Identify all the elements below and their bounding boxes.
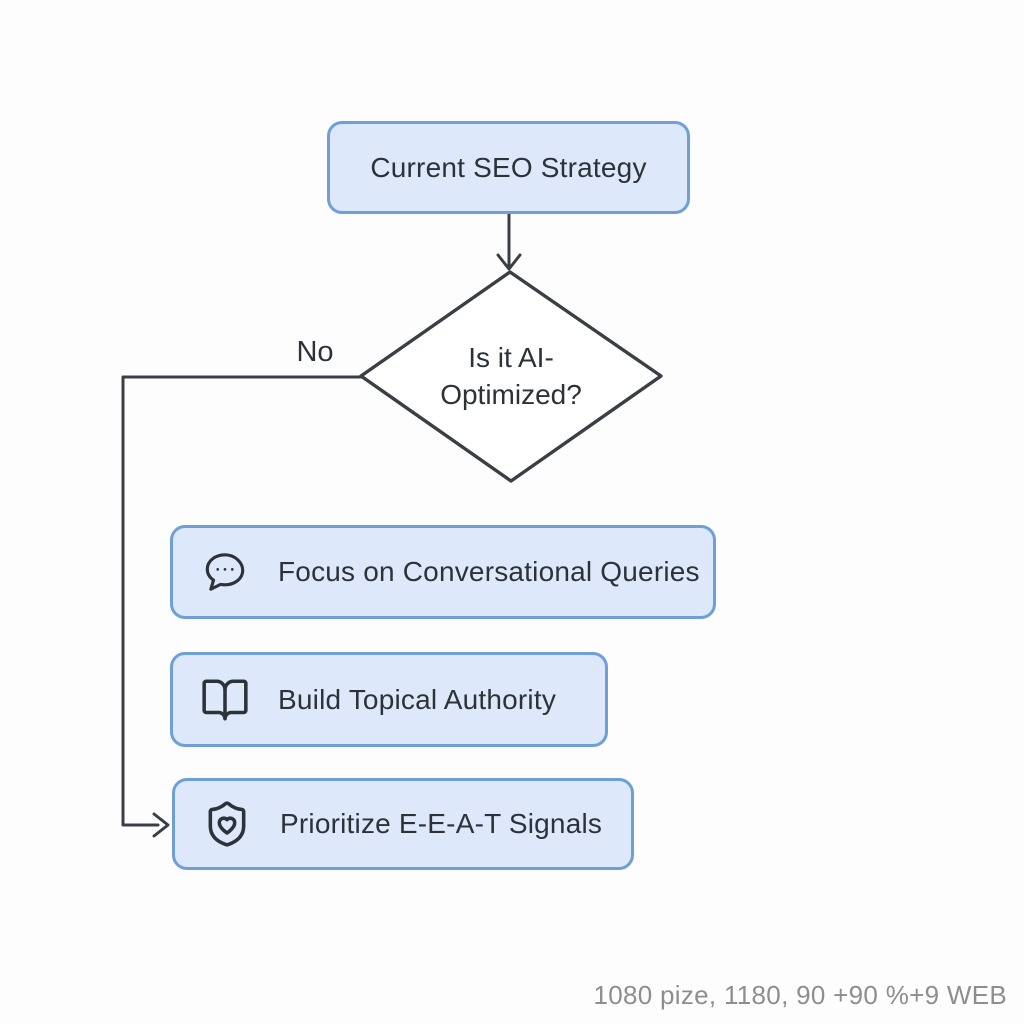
node-focus-conversational-queries: Focus on Conversational Queries bbox=[170, 525, 716, 619]
node-build-topical-authority: Build Topical Authority bbox=[170, 652, 608, 747]
shield-heart-icon bbox=[202, 798, 252, 850]
node-label: Is it AI-Optimized? bbox=[440, 341, 582, 410]
edge-label-no: No bbox=[296, 336, 334, 368]
open-book-icon bbox=[200, 674, 250, 726]
chat-bubble-icon bbox=[200, 546, 250, 598]
arrowhead-right-icon bbox=[152, 812, 170, 838]
node-current-seo-strategy: Current SEO Strategy bbox=[327, 121, 690, 214]
edge-start-to-decision bbox=[496, 212, 522, 271]
node-decision-ai-optimized: Is it AI-Optimized? bbox=[361, 272, 661, 481]
watermark-text: 1080 pize, 1180, 90 +90 %+9 WEB bbox=[593, 980, 1007, 1010]
node-label: Focus on Conversational Queries bbox=[278, 556, 700, 587]
node-label: Prioritize E-E-A-T Signals bbox=[280, 808, 603, 839]
node-prioritize-eeat-signals: Prioritize E-E-A-T Signals bbox=[172, 778, 634, 870]
arrowhead-down-icon bbox=[496, 253, 522, 271]
node-label: Current SEO Strategy bbox=[370, 151, 647, 183]
node-label: Build Topical Authority bbox=[278, 683, 557, 715]
